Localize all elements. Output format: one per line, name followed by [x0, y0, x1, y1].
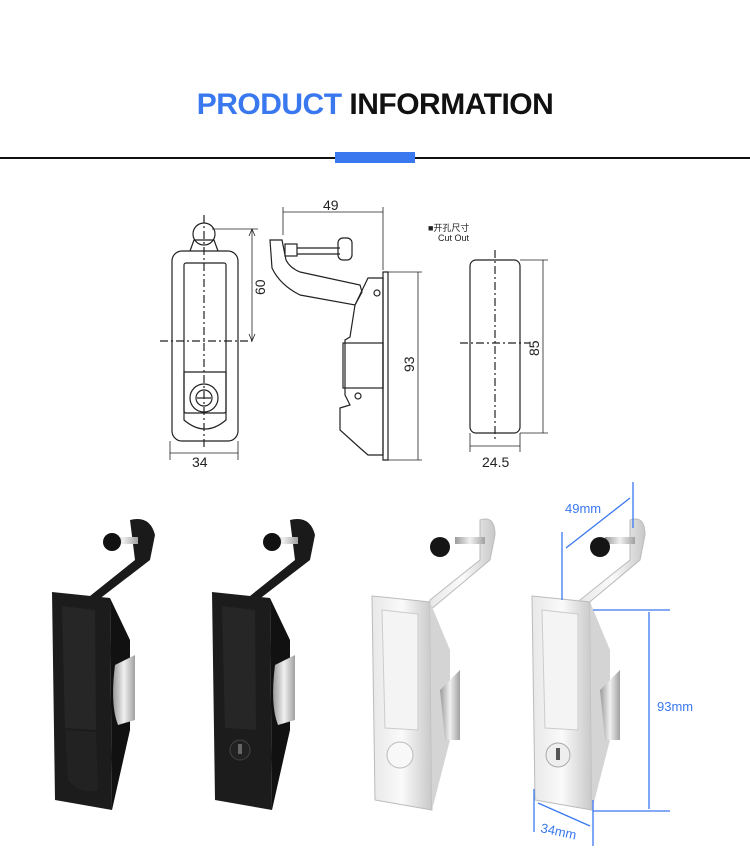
product-photos: 49mm 93mm 34mm: [52, 482, 693, 846]
cutout-title-en: Cut Out: [438, 233, 470, 243]
cutout-title-cn: ■开孔尺寸: [428, 222, 469, 233]
front-width-label: 34: [192, 454, 208, 470]
front-view-drawing: [160, 215, 258, 460]
cutout-height-label: 85: [526, 340, 542, 356]
side-view-drawing: [269, 207, 422, 461]
height-dimension-label: 93mm: [657, 699, 693, 714]
depth-dimension-label: 49mm: [565, 501, 601, 516]
width-dimension-label: 34mm: [539, 820, 577, 842]
title-part-information: INFORMATION: [349, 88, 554, 121]
front-height-label: 60: [252, 279, 268, 295]
product-black-push-button: [52, 519, 155, 810]
dimension-annotations: [533, 482, 670, 846]
side-height-label: 93: [401, 356, 417, 372]
divider-accent: [335, 152, 415, 163]
cutout-width-label: 24.5: [482, 454, 509, 470]
side-depth-label: 49: [323, 197, 339, 213]
cutout-drawing: [460, 250, 548, 452]
page-title: PRODUCT INFORMATION: [0, 88, 750, 122]
product-chrome-key-lock: [531, 518, 646, 811]
product-chrome-push-button: [371, 518, 496, 811]
technical-drawing: 34 60 49 93 24.5 85 ■开孔尺寸 Cut Out: [160, 197, 548, 470]
title-part-product: PRODUCT: [196, 88, 342, 121]
product-black-key-lock: [212, 519, 315, 810]
